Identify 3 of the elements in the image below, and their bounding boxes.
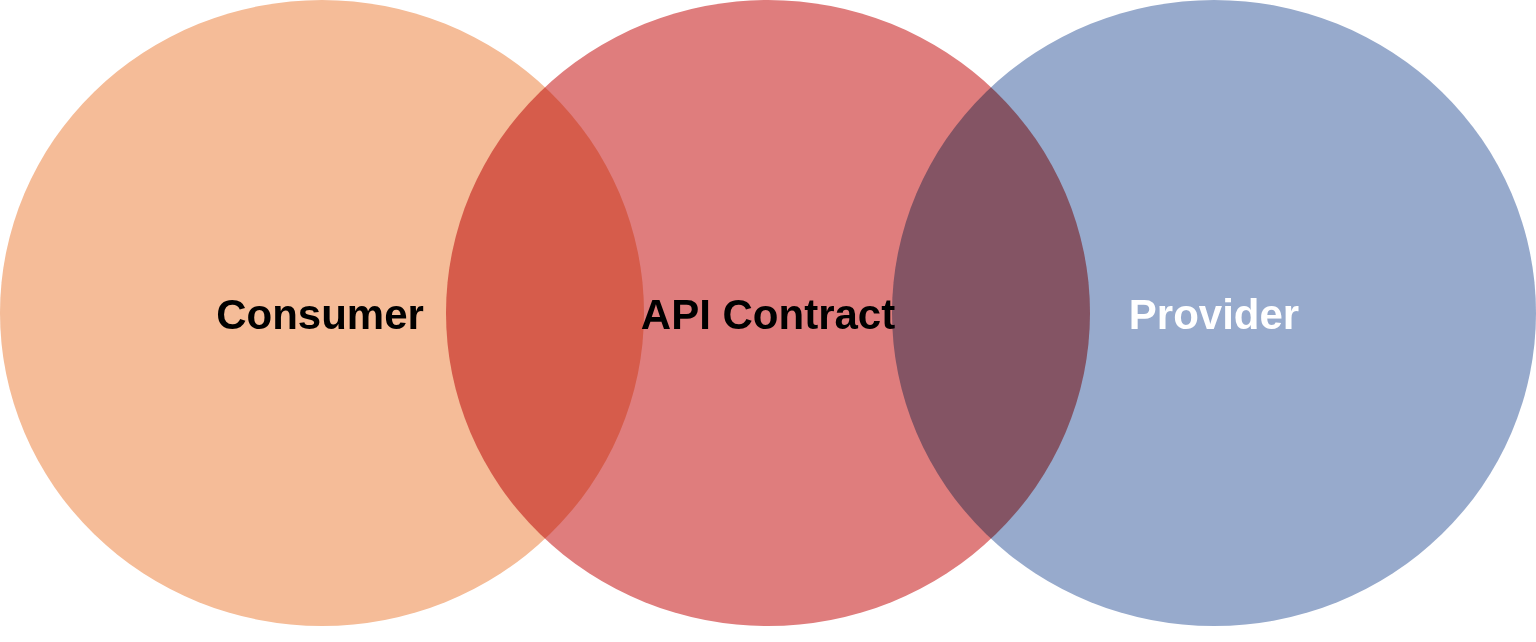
circle-label: Consumer <box>216 291 424 339</box>
circle-label: Provider <box>1128 291 1300 339</box>
circle-label: API Contract <box>640 291 896 339</box>
